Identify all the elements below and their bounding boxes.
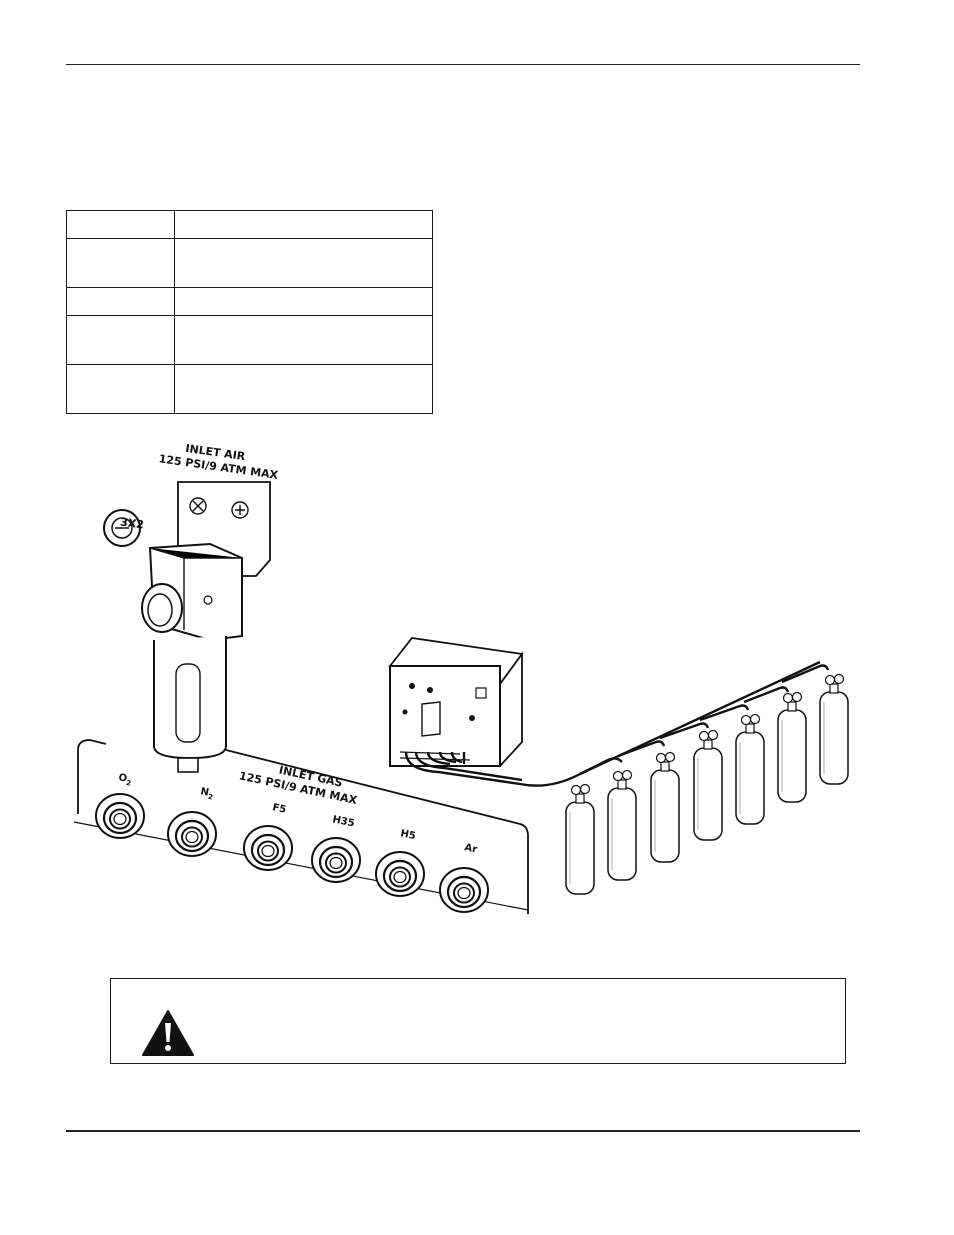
table-row bbox=[66, 315, 433, 365]
table-cell bbox=[66, 315, 175, 365]
footer-rule bbox=[66, 1130, 860, 1132]
inlet-gas-panel bbox=[73, 739, 529, 914]
gauge-label: 3X2 bbox=[119, 515, 144, 531]
warning-box bbox=[110, 978, 846, 1064]
table-cell bbox=[174, 210, 433, 239]
gas-console bbox=[388, 637, 524, 767]
header-rule bbox=[66, 64, 860, 65]
gas-connection-drawing: INLET AIR 125 PSI/9 ATM MAX 3X2 INLET GA… bbox=[73, 442, 849, 914]
table-cell bbox=[66, 210, 175, 239]
gas-connection-illustration: INLET AIR 125 PSI/9 ATM MAX 3X2 INLET GA… bbox=[60, 440, 880, 940]
port-label-n2: N2 bbox=[199, 786, 215, 801]
table-cell bbox=[174, 287, 433, 316]
table-row bbox=[66, 364, 433, 414]
air-filter-regulator bbox=[103, 481, 271, 773]
table-row bbox=[66, 238, 433, 288]
port-label-ar: Ar bbox=[463, 842, 478, 855]
port-label-h5: H5 bbox=[399, 828, 416, 842]
table-cell bbox=[66, 238, 175, 288]
table-cell bbox=[66, 287, 175, 316]
port-label-f5: F5 bbox=[271, 802, 287, 816]
gas-spec-table bbox=[66, 210, 433, 414]
warning-triangle-icon bbox=[142, 1010, 194, 1056]
port-label-h35: H35 bbox=[331, 814, 355, 829]
gas-cylinders bbox=[565, 673, 849, 895]
table-row bbox=[66, 210, 433, 239]
table-cell bbox=[174, 238, 433, 288]
table-cell bbox=[174, 364, 433, 414]
gas-hose-bundle bbox=[404, 660, 830, 787]
table-cell bbox=[66, 364, 175, 414]
table-row bbox=[66, 287, 433, 316]
port-label-o2: O2 bbox=[117, 772, 133, 788]
table-cell bbox=[174, 315, 433, 365]
